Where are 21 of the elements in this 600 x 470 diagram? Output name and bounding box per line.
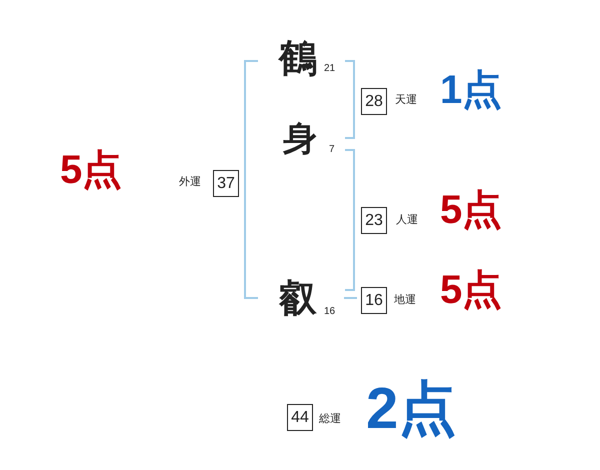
fortune-name: 天運	[395, 95, 417, 106]
name-character: 身	[283, 122, 317, 156]
fortune-name: 外運	[179, 177, 201, 188]
score-text: 1点	[440, 70, 502, 110]
name-character: 叡	[279, 280, 317, 318]
fortune-name: 総運	[319, 414, 341, 425]
number-box: 23	[361, 207, 387, 234]
stroke-count: 21	[324, 64, 336, 74]
number-box: 44	[287, 404, 313, 431]
stroke-count: 16	[324, 307, 336, 317]
fortune-name: 人運	[396, 215, 418, 226]
name-character: 鶴	[279, 40, 317, 78]
score-text: 5点	[440, 190, 502, 230]
fortune-name: 地運	[394, 295, 416, 306]
stroke-count: 7	[329, 145, 335, 155]
score-text: 5点	[60, 150, 122, 190]
number-box: 16	[361, 287, 387, 314]
number-box: 37	[213, 170, 239, 197]
number-box: 28	[361, 88, 387, 115]
score-text: 5点	[440, 270, 502, 310]
score-text: 2点	[366, 380, 456, 438]
